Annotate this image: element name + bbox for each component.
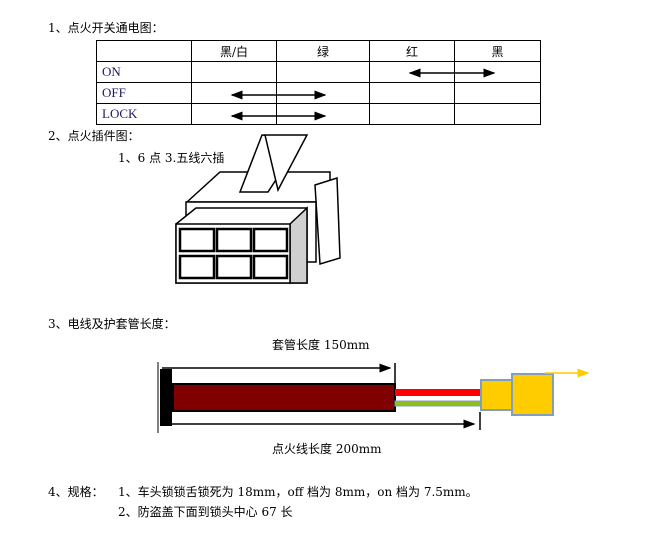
row-label: LOCK	[96, 103, 192, 125]
section3-heading: 3、电线及护套管长度：	[48, 317, 176, 331]
sleeve	[172, 383, 396, 412]
section2-subtitle: 1、6 点 3.五线六插	[118, 151, 225, 165]
spec-line-1: 1、车头锁锁舌锁死为 18mm，off 档为 8mm，on 档为 7.5mm。	[118, 485, 478, 499]
sleeve-length-label: 套管长度 150mm	[272, 338, 370, 352]
section1-heading: 1、点火开关通电图：	[48, 21, 164, 35]
wire-length-label: 点火线长度 200mm	[272, 442, 382, 456]
section4-heading: 4、规格：	[48, 485, 104, 499]
connector-large	[511, 373, 554, 416]
spec-line-2: 2、防盗盖下面到锁头中心 67 长	[118, 505, 293, 519]
section2-heading: 2、点火插件图：	[48, 129, 140, 143]
wire-length-diagram	[157, 362, 590, 433]
header-cell: 黑	[454, 40, 541, 62]
ignition-switch-table: 黑/白 绿 红 黑 ON OFF LOCK	[96, 40, 541, 125]
connector-small	[480, 379, 514, 411]
red-wire	[395, 389, 481, 396]
connector-plug-drawing	[175, 134, 341, 284]
green-wire	[394, 400, 482, 407]
